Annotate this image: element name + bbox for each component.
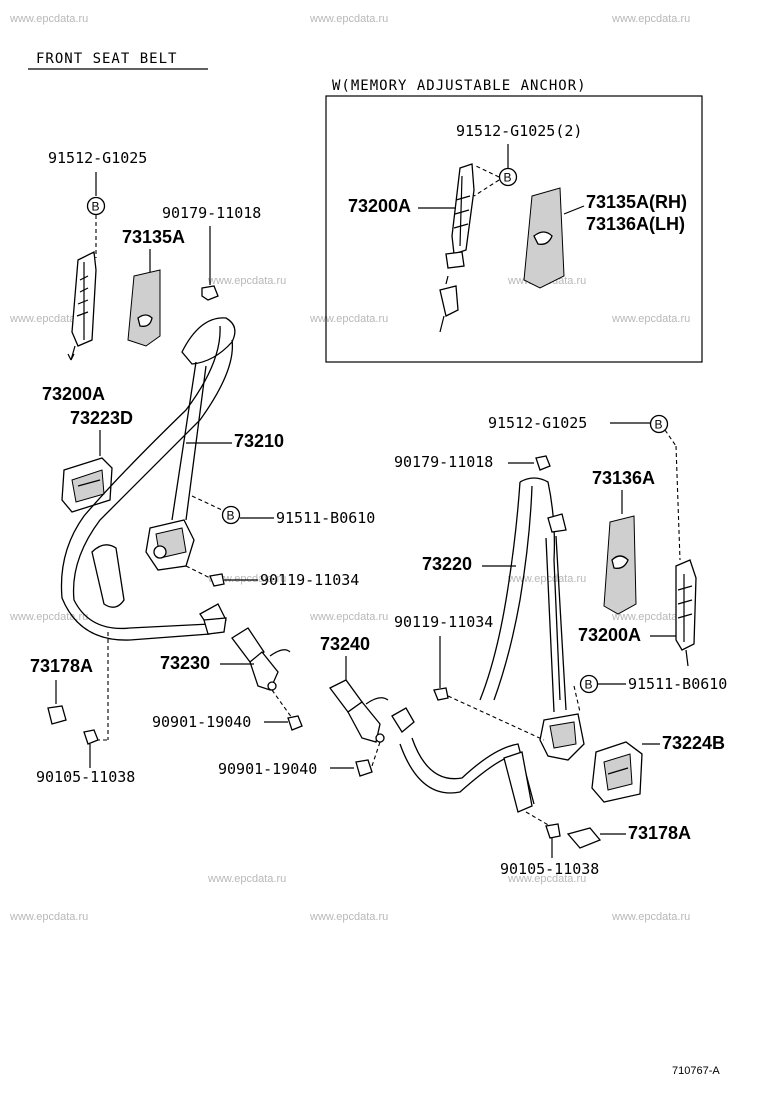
cover-slot — [611, 555, 629, 569]
watermark: www.epcdata.ru — [611, 313, 690, 325]
dashed-leader — [664, 429, 677, 447]
bolt-90119-left — [209, 573, 225, 587]
leader-line — [563, 205, 585, 215]
dashed-leader — [525, 811, 551, 827]
watermark: www.epcdata.ru — [207, 573, 286, 585]
watermark: www.epcdata.ru — [9, 611, 88, 623]
label-90119-right: 90119-11034 — [394, 613, 493, 631]
bolt-90901-upper — [287, 715, 303, 731]
pillar-cover-left — [127, 269, 161, 347]
cover-slot — [137, 314, 153, 327]
inset-title: W(MEMORY ADJUSTABLE ANCHOR) — [332, 78, 587, 94]
nut-right — [535, 455, 551, 471]
label-73220: 73220 — [422, 554, 472, 574]
dashed-leader — [185, 565, 211, 579]
dashed-leader — [473, 179, 500, 197]
dashed-leader — [675, 445, 681, 561]
label-91511-right: 91511-B0610 — [628, 675, 727, 693]
label-73200a-inset: 73200A — [348, 196, 411, 216]
watermark: www.epcdata.ru — [507, 873, 586, 885]
watermark: www.epcdata.ru — [611, 911, 690, 923]
label-90105-left: 90105-11038 — [36, 768, 135, 786]
label-73178a-left: 73178A — [30, 656, 93, 676]
watermark-layer: www.epcdata.ru www.epcdata.ru www.epcdat… — [9, 13, 690, 923]
label-73240: 73240 — [320, 634, 370, 654]
bolt-b-letter: B — [92, 200, 100, 214]
cover-cap-right — [566, 827, 602, 849]
label-73135a: 73135A — [122, 227, 185, 247]
bolt-90105-left — [83, 729, 99, 745]
buckle-73230 — [231, 627, 291, 691]
watermark: www.epcdata.ru — [9, 13, 88, 25]
bolt-b-marker: B — [498, 167, 518, 187]
bolt-b-marker: B — [579, 674, 599, 694]
adjustable-anchor-inset — [439, 163, 475, 333]
watermark: www.epcdata.ru — [207, 873, 286, 885]
label-90179-left: 90179-11018 — [162, 204, 261, 222]
seat-belt-assembly-73210 — [60, 317, 236, 641]
adjustable-anchor-right — [675, 559, 697, 667]
label-91512-inset: 91512-G1025(2) — [456, 122, 582, 140]
bolt-b-letter: B — [655, 418, 663, 432]
buckle-73240 — [329, 679, 389, 743]
bolt-90901-lower — [355, 759, 373, 777]
bolt-b-letter: B — [585, 678, 593, 692]
watermark: www.epcdata.ru — [611, 611, 690, 623]
watermark: www.epcdata.ru — [309, 911, 388, 923]
bolt-b-marker: B — [649, 414, 669, 434]
belt-guide-73223d — [61, 457, 113, 513]
watermark: www.epcdata.ru — [9, 911, 88, 923]
nut-left — [201, 285, 219, 301]
watermark: www.epcdata.ru — [309, 313, 388, 325]
watermark: www.epcdata.ru — [507, 573, 586, 585]
label-91512-right: 91512-G1025 — [488, 414, 587, 432]
inset-frame — [325, 95, 703, 363]
label-90901-upper: 90901-19040 — [152, 713, 251, 731]
label-73136a-lh: 73136A(LH) — [586, 214, 685, 234]
dashed-leader — [271, 689, 293, 719]
bolt-b-letter: B — [227, 509, 235, 523]
label-90105-right: 90105-11038 — [500, 860, 599, 878]
seat-belt-assembly-73220 — [391, 477, 585, 813]
cover-cap-left — [47, 705, 67, 725]
label-73136a: 73136A — [592, 468, 655, 488]
label-90119-left: 90119-11034 — [260, 571, 359, 589]
label-91512-left: 91512-G1025 — [48, 149, 147, 167]
dashed-leader — [573, 685, 581, 713]
label-73223d: 73223D — [70, 408, 133, 428]
cover-slot — [533, 231, 553, 245]
bolt-90105-right — [545, 823, 561, 839]
watermark: www.epcdata.ru — [611, 13, 690, 25]
bolt-b-marker: B — [86, 196, 106, 216]
label-73135a-rh: 73135A(RH) — [586, 192, 687, 212]
watermark: www.epcdata.ru — [309, 13, 388, 25]
label-73200a-left: 73200A — [42, 384, 105, 404]
label-91511-left: 91511-B0610 — [276, 509, 375, 527]
bolt-b-marker: B — [221, 505, 241, 525]
dashed-leader — [447, 695, 545, 741]
watermark: www.epcdata.ru — [207, 275, 286, 287]
bolt-90119-right — [433, 687, 449, 701]
adjustable-anchor-left — [67, 251, 97, 361]
label-73178a-right: 73178A — [628, 823, 691, 843]
watermark: www.epcdata.ru — [9, 313, 88, 325]
watermark: www.epcdata.ru — [309, 611, 388, 623]
label-90901-lower: 90901-19040 — [218, 760, 317, 778]
label-73230: 73230 — [160, 653, 210, 673]
dashed-leader — [191, 495, 223, 511]
dashed-leader — [371, 741, 381, 767]
bolt-b-letter: B — [504, 171, 512, 185]
dashed-leader — [475, 165, 500, 178]
belt-guide-73224b — [591, 741, 643, 803]
label-90179-right: 90179-11018 — [394, 453, 493, 471]
label-73224b: 73224B — [662, 733, 725, 753]
label-73210: 73210 — [234, 431, 284, 451]
figure-code: 710767-A — [672, 1065, 720, 1077]
diagram-title: FRONT SEAT BELT — [36, 51, 177, 67]
label-73200a-right: 73200A — [578, 625, 641, 645]
